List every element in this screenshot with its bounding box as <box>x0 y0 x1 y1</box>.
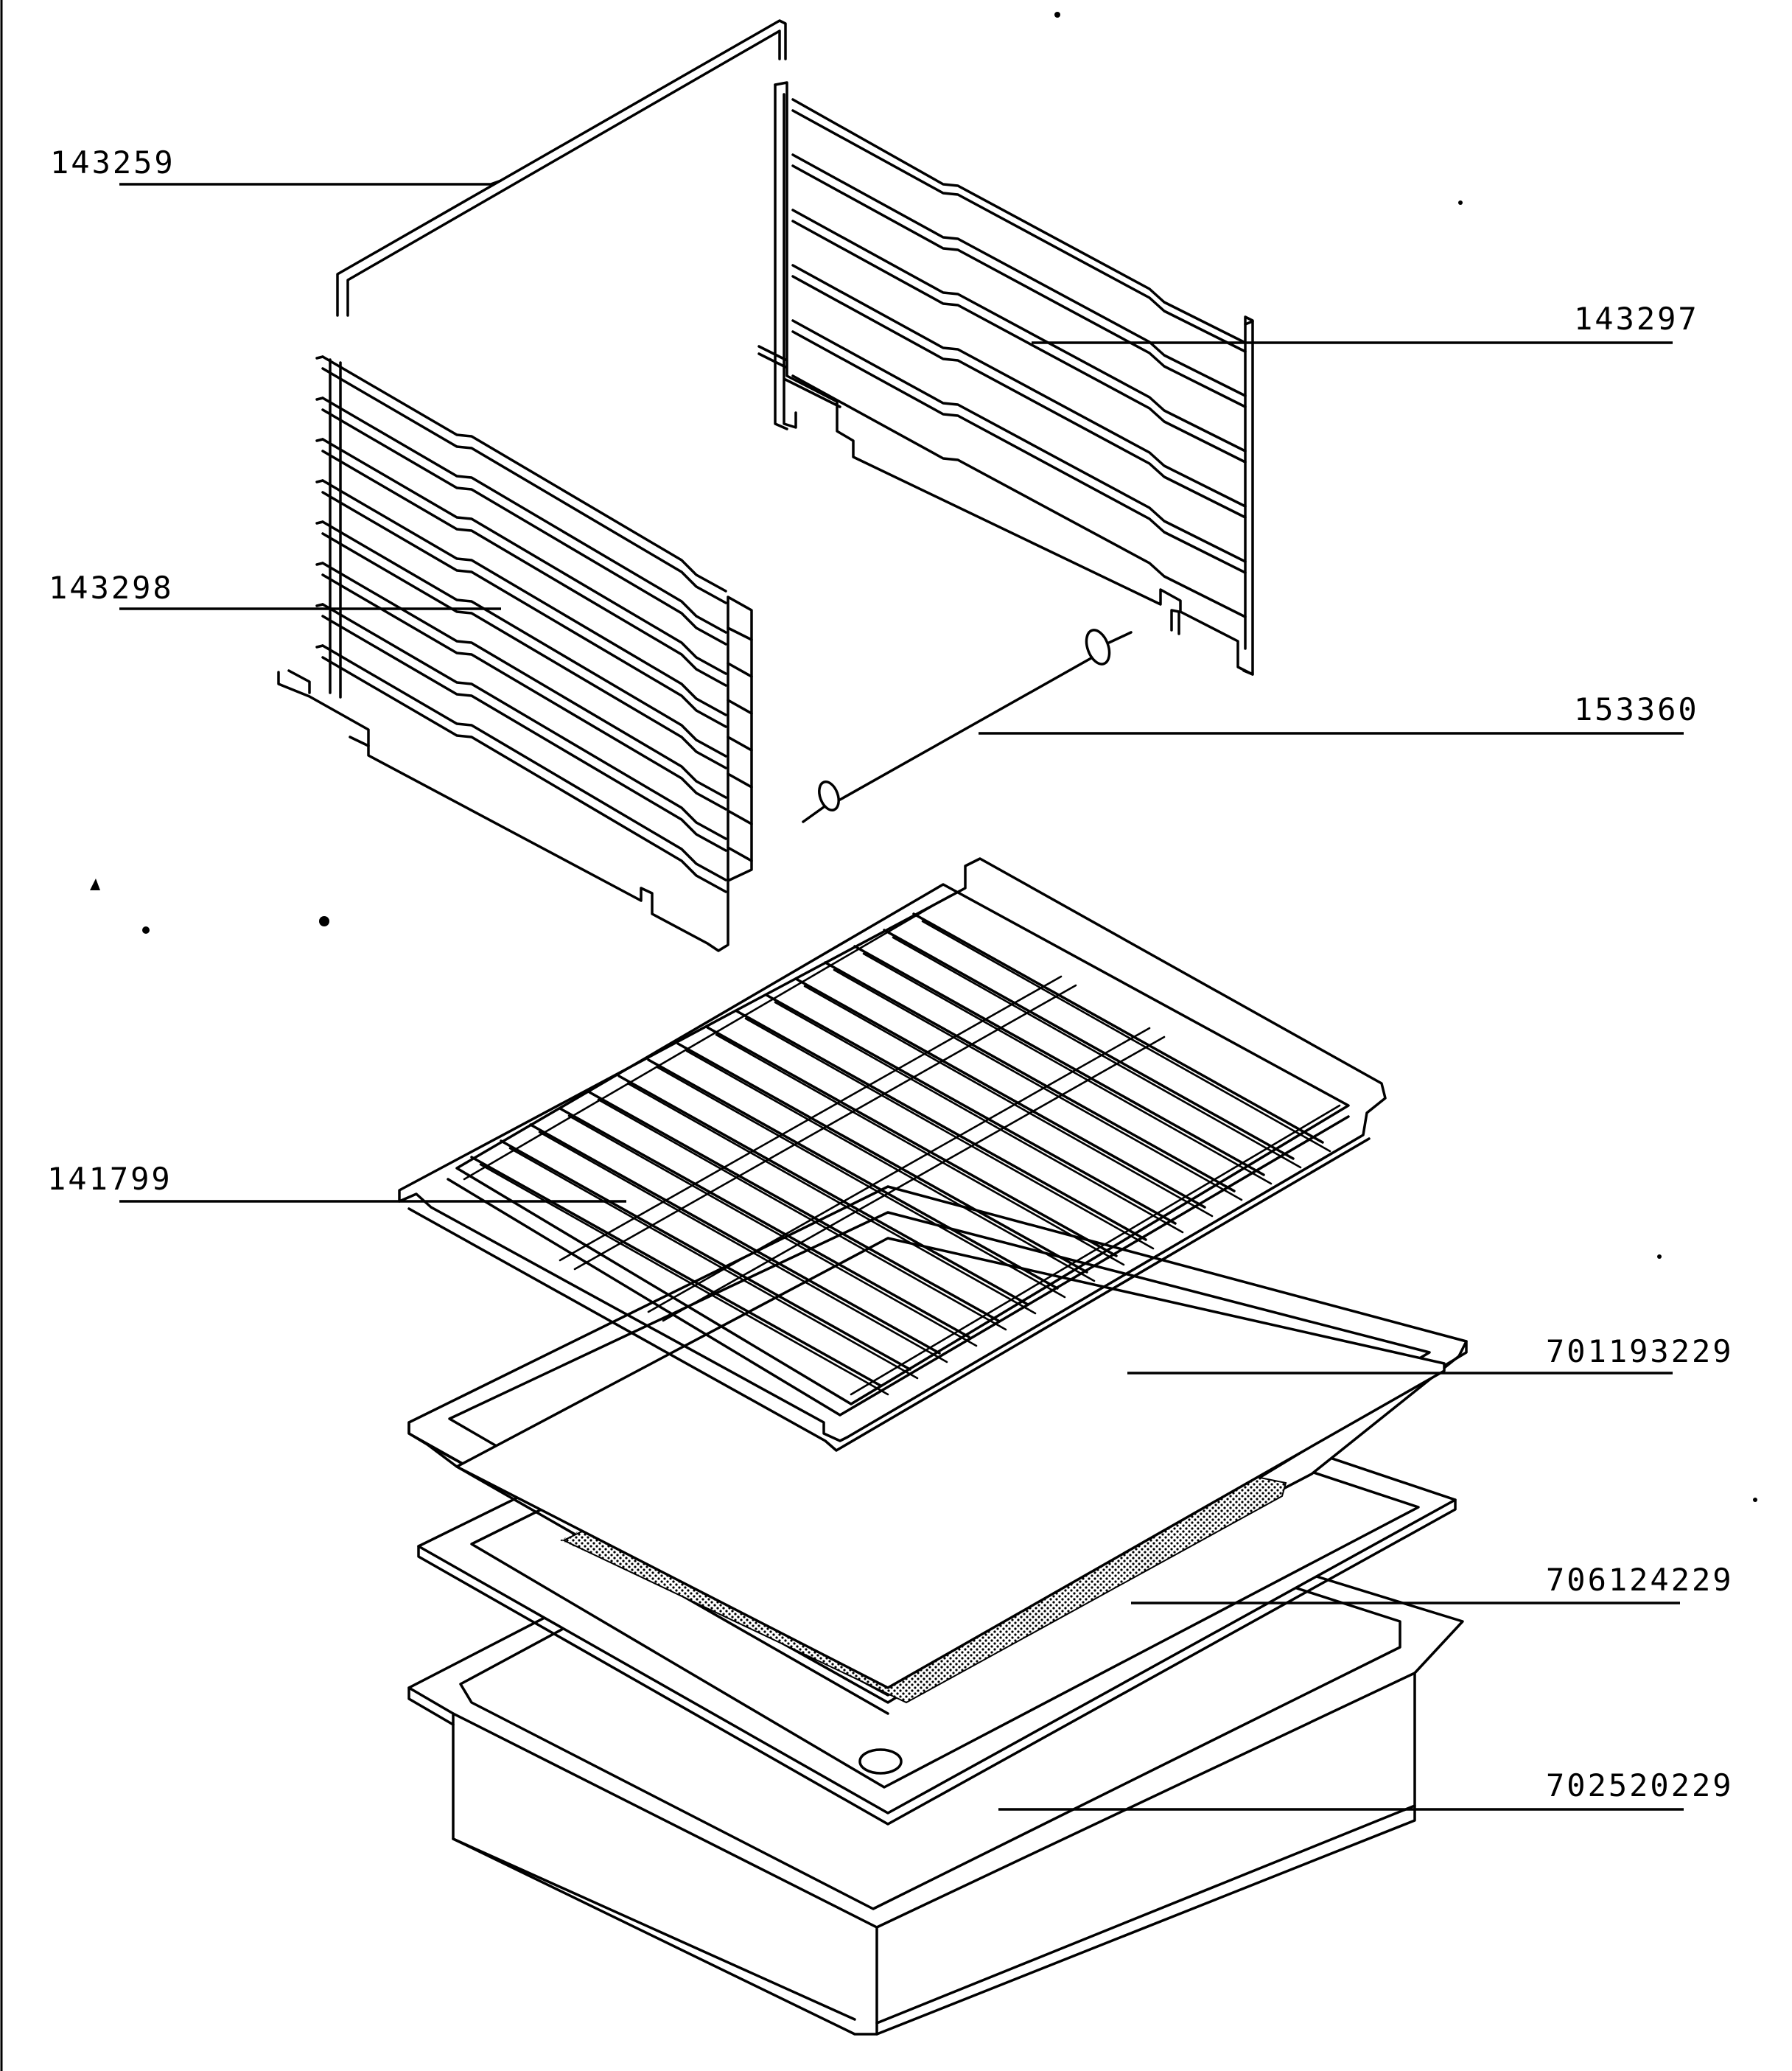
scan-specks <box>90 12 1757 1502</box>
part-143298-left-side-rack <box>277 355 753 952</box>
label-143298: 143298 <box>49 570 174 606</box>
part-153360-pin-rod <box>802 629 1133 823</box>
part-141799-grid-shelf <box>398 857 1387 1452</box>
part-143297-right-side-rack <box>757 81 1254 676</box>
label-701193229: 701193229 <box>1546 1333 1734 1369</box>
label-702520229: 702520229 <box>1546 1767 1734 1803</box>
label-143297: 143297 <box>1574 301 1699 337</box>
label-153360: 153360 <box>1574 691 1699 727</box>
leader-lines <box>119 179 1684 1811</box>
label-141799: 141799 <box>47 1161 172 1197</box>
label-143259: 143259 <box>50 144 175 181</box>
part-143259-wire-bracket <box>336 19 787 317</box>
label-706124229: 706124229 <box>1546 1562 1734 1598</box>
